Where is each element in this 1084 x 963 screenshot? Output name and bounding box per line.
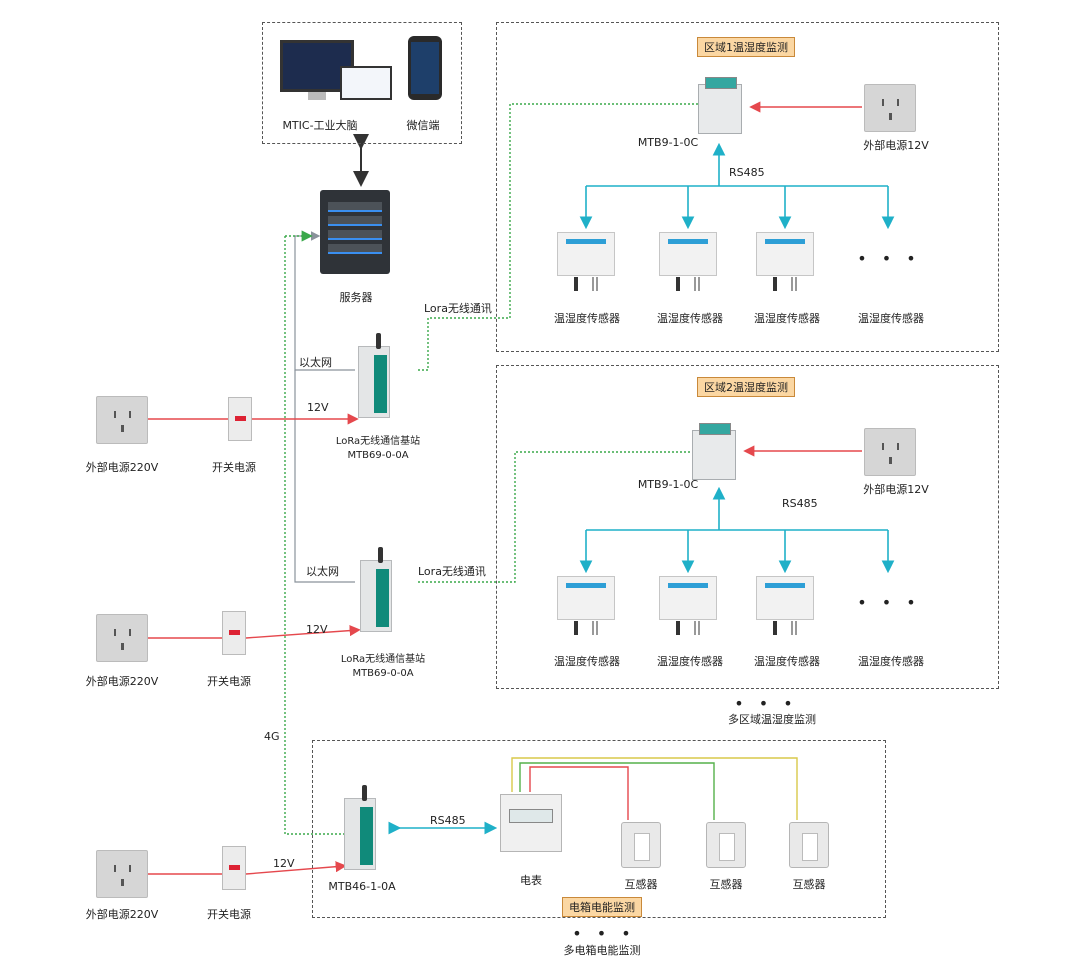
ac-power-label: 外部电源220V [85, 908, 159, 921]
energy-gateway-label: MTB46-1-0A [328, 880, 396, 893]
sensor-label: 温湿度传感器 [657, 312, 723, 325]
region2-controller: MTB9-1-0C [637, 478, 699, 491]
sensor-label: 温湿度传感器 [554, 312, 620, 325]
mtb9-device-icon [692, 423, 736, 480]
energy-meter-icon [500, 794, 562, 852]
lora-line-1 [418, 103, 698, 371]
phone-icon [408, 36, 442, 100]
ac-power-label: 外部电源220V [85, 675, 159, 688]
region2-more: • • • [857, 593, 921, 612]
sensor-label: 温湿度传感器 [554, 655, 620, 668]
psu-label: 开关电源 [207, 908, 251, 921]
region1-controller: MTB9-1-0C [637, 136, 699, 149]
current-transformer-icon [621, 822, 661, 868]
region2-title: 区域2温湿度监测 [697, 377, 795, 397]
region1-bus: RS485 [729, 166, 765, 179]
multi-region-dots: • • • [734, 694, 798, 713]
gateway-name: LoRa无线通信基站 [340, 654, 426, 665]
multi-region-label: 多区域温湿度监测 [728, 713, 816, 726]
4g-line [284, 236, 345, 835]
psu-label: 开关电源 [207, 675, 251, 688]
sensor-label: 温湿度传感器 [754, 312, 820, 325]
ct-label: 互感器 [792, 878, 826, 891]
region1-box [496, 22, 999, 352]
psu-icon [228, 397, 252, 441]
multi-box-dots: • • • [572, 924, 636, 943]
lora-label: Lora无线通讯 [418, 565, 486, 578]
server-icon [320, 190, 390, 274]
sensor-icon [557, 232, 615, 291]
gateway-model: MTB69-0-0A [352, 668, 414, 679]
server-label: 服务器 [339, 291, 373, 304]
psu-icon [222, 611, 246, 655]
socket-icon [96, 396, 148, 444]
4g-label: 4G [264, 730, 280, 743]
region2-box [496, 365, 999, 689]
ct-label: 互感器 [624, 878, 658, 891]
region2-bus: RS485 [782, 497, 818, 510]
ethernet-label: 以太网 [306, 565, 339, 578]
socket-icon [96, 614, 148, 662]
ethernet-label: 以太网 [299, 356, 332, 369]
platform-label: MTIC-工业大脑 [282, 119, 358, 132]
lora-gateway-icon [358, 333, 390, 418]
laptop-icon [340, 66, 392, 100]
sensor-label: 温湿度传感器 [754, 655, 820, 668]
energy-bus: RS485 [430, 814, 466, 827]
energy-title: 电箱电能监测 [562, 897, 642, 917]
region1-more: • • • [857, 249, 921, 268]
energy-gateway-icon [344, 785, 376, 870]
sensor-icon [659, 232, 717, 291]
sensor-label: 温湿度传感器 [657, 655, 723, 668]
platform-box [262, 22, 462, 144]
sensor-icon [756, 576, 814, 635]
sensor-icon [659, 576, 717, 635]
mtb9-device-icon [698, 77, 742, 134]
lora-label: Lora无线通讯 [424, 302, 492, 315]
meter-label: 电表 [520, 874, 542, 887]
voltage-label: 12V [307, 401, 329, 414]
gateway-model: MTB69-0-0A [347, 450, 409, 461]
region1-title: 区域1温湿度监测 [697, 37, 795, 57]
socket-icon [96, 850, 148, 898]
psu-label: 开关电源 [212, 461, 256, 474]
multi-box-label: 多电箱电能监测 [563, 944, 641, 957]
current-transformer-icon [789, 822, 829, 868]
sensor-label: 温湿度传感器 [858, 312, 924, 325]
region2-power: 外部电源12V [863, 483, 929, 496]
rs485-tree-2 [579, 486, 895, 574]
ac-power-label: 外部电源220V [85, 461, 159, 474]
rs485-tree-1 [579, 142, 895, 230]
sensor-label: 温湿度传感器 [858, 655, 924, 668]
monitor-stand [308, 92, 326, 100]
psu-icon [222, 846, 246, 890]
ethernet-line-2 [294, 370, 355, 583]
sensor-icon [557, 576, 615, 635]
voltage-label: 12V [306, 623, 328, 636]
lora-gateway-icon [360, 547, 392, 632]
current-transformer-icon [706, 822, 746, 868]
ct-label: 互感器 [709, 878, 743, 891]
sensor-icon [756, 232, 814, 291]
lora-line-2 [418, 451, 692, 583]
region1-power: 外部电源12V [863, 139, 929, 152]
socket-icon [864, 428, 916, 476]
wechat-label: 微信端 [406, 119, 440, 132]
energy-voltage: 12V [273, 857, 295, 870]
socket-icon [864, 84, 916, 132]
gateway-name: LoRa无线通信基站 [335, 436, 421, 447]
energy-box [312, 740, 886, 918]
